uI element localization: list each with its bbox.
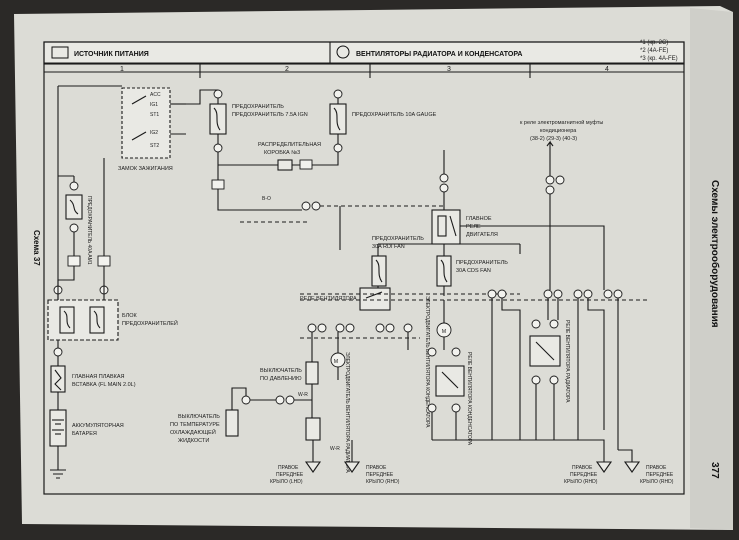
note-2: *2 (4A-FE) <box>640 48 668 54</box>
column-3: 3 <box>447 66 451 73</box>
rad-relay-label: РЕЛЕ ВЕНТИЛЯТОРА РАДИАТОРА <box>564 320 570 403</box>
fuse-rdi-line1: ПРЕДОХРАНИТЕЛЬ <box>372 236 424 242</box>
ignition-label: ЗАМОК ЗАЖИГАНИЯ <box>118 166 173 172</box>
header-right-title: ВЕНТИЛЯТОРЫ РАДИАТОРА И КОНДЕНСАТОРА <box>356 51 522 58</box>
g1-line2: ПЕРЕДНЕЕ <box>276 472 304 478</box>
fuse-cds-line1: ПРЕДОХРАНИТЕЛЬ <box>456 260 508 266</box>
g4-line3: КРЫЛО (RHD) <box>640 479 674 485</box>
header-left-title: ИСТОЧНИК ПИТАНИЯ <box>74 51 149 58</box>
column-4: 4 <box>605 66 609 73</box>
side-right-caption: Схемы электрооборудования <box>709 180 721 328</box>
column-2: 2 <box>285 66 289 73</box>
svg-text:M: M <box>442 329 446 335</box>
g2-line3: КРЫЛО (RHD) <box>366 479 400 485</box>
temp-line4: ЖИДКОСТИ <box>178 438 209 444</box>
fuse-gauge-label: ПРЕДОХРАНИТЕЛЬ 10A GAUGE <box>352 112 437 118</box>
svg-text:M: M <box>334 359 338 365</box>
fan-icon <box>336 45 350 59</box>
g3-line1: ПРАВОЕ <box>572 465 593 471</box>
wire-wr-1: W-R <box>298 392 308 398</box>
fuse-cds-line2: 30A CDS FAN <box>456 268 491 274</box>
column-ruler: 1 2 3 4 <box>44 64 684 78</box>
column-1: 1 <box>120 66 124 73</box>
note-3: *3 (кр. 4A-FE) <box>640 56 678 62</box>
engine-main-relay: ГЛАВНОЕ РЕЛЕ ДВИГАТЕЛЯ <box>431 209 498 245</box>
fuse-block-line2: ПРЕДОХРАНИТЕЛЕЙ <box>122 319 178 327</box>
temp-line3: ОХЛАЖДАЮЩЕЙ <box>170 428 216 436</box>
temp-line1: ВЫКЛЮЧАТЕЛЬ <box>178 414 220 420</box>
pressure-line2: ПО ДАВЛЕНИЮ <box>260 376 302 382</box>
pressure-switch: ВЫКЛЮЧАТЕЛЬ ПО ДАВЛЕНИЮ <box>260 361 319 385</box>
fuse-block-line1: БЛОК <box>122 313 137 319</box>
fan-relay: РЕЛЕ ВЕНТИЛЯТОРА <box>300 287 391 311</box>
fan-relay-2 <box>305 417 321 441</box>
note-1: *1 (кр. 2C) <box>640 40 668 46</box>
page-number: 377 <box>709 462 720 479</box>
engine-relay-line1: ГЛАВНОЕ <box>466 216 492 222</box>
ground-2: ПРАВОЕ ПЕРЕДНЕЕ КРЫЛО (RHD) <box>343 461 400 485</box>
condenser-fan-relay: РЕЛЕ ВЕНТИЛЯТОРА КОНДЕНСАТОРА <box>427 347 472 446</box>
ground-4: ПРАВОЕ ПЕРЕДНЕЕ КРЫЛО (RHD) <box>623 461 674 485</box>
main-link-line1: ГЛАВНАЯ ПЛАВКАЯ <box>72 374 125 380</box>
battery-line1: АККУМУЛЯТОРНАЯ <box>72 423 124 429</box>
engine-relay-line2: РЕЛЕ <box>466 224 481 230</box>
ignition-switch: ACC IG1 ST1 IG2 ST2 ЗАМОК ЗАЖИГАНИЯ <box>118 87 173 172</box>
wire-bo-1: B-O <box>262 196 271 202</box>
fuse-rdi-fan: ПРЕДОХРАНИТЕЛЬ 30A RDI FAN <box>371 236 424 287</box>
fuse-rdi-line2: 30A RDI FAN <box>372 244 405 250</box>
ground-3: ПРАВОЕ ПЕРЕДНЕЕ КРЫЛО (RHD) <box>564 461 613 485</box>
term-ig1: IG1 <box>150 102 158 108</box>
wire-wr-2: W-R <box>330 446 340 452</box>
distbox-line1: РАСПРЕДЕЛИТЕЛЬНАЯ <box>258 142 321 148</box>
fuse-am1: ПРЕДОХРАНИТЕЛЬ 40A AM1 <box>65 181 92 265</box>
fuse-am1-label: ПРЕДОХРАНИТЕЛЬ 40A AM1 <box>86 196 92 265</box>
g4-line1: ПРАВОЕ <box>646 465 667 471</box>
g2-line2: ПЕРЕДНЕЕ <box>366 472 394 478</box>
condenser-motor-label: ЭЛЕКТРОДВИГАТЕЛЬ ВЕНТИЛЯТОРА КОНДЕНСАТОР… <box>424 296 430 428</box>
fuse-block: БЛОК ПРЕДОХРАНИТЕЛЕЙ <box>47 299 178 341</box>
term-ig2: IG2 <box>150 130 158 136</box>
engine-relay-line3: ДВИГАТЕЛЯ <box>466 232 498 238</box>
battery: АККУМУЛЯТОРНАЯ БАТАРЕЯ <box>49 409 124 447</box>
g4-line2: ПЕРЕДНЕЕ <box>646 472 674 478</box>
g2-line1: ПРАВОЕ <box>366 465 387 471</box>
fuse-ign-line2: ПРЕДОХРАНИТЕЛЬ 7.5A IGN <box>232 112 308 118</box>
pressure-line1: ВЫКЛЮЧАТЕЛЬ <box>260 368 302 374</box>
term-st1: ST1 <box>150 112 159 118</box>
main-link-line2: ВСТАВКА (FL MAIN 2.0L) <box>72 382 136 388</box>
diagram-frame <box>43 41 685 495</box>
side-left-caption: Схема 37 <box>32 230 41 266</box>
battery-icon <box>51 46 69 59</box>
clutch-line3: (38-2) (29-3) (40-3) <box>530 136 577 142</box>
ground-1: ПРАВОЕ ПЕРЕДНЕЕ КРЫЛО (LHD) <box>270 461 322 485</box>
radiator-motor-label: ЭЛЕКТРОДВИГАТЕЛЬ ВЕНТИЛЯТОРА РАДИАТОРА <box>344 352 350 473</box>
battery-line2: БАТАРЕЯ <box>72 431 97 437</box>
radiator-fan-relay: РЕЛЕ ВЕНТИЛЯТОРА РАДИАТОРА <box>529 319 570 403</box>
clutch-line2: кондиционера <box>540 128 577 134</box>
fuse-ign: ПРЕДОХРАНИТЕЛЬ ПРЕДОХРАНИТЕЛЬ 7.5A IGN <box>209 89 308 153</box>
g1-line1: ПРАВОЕ <box>278 465 299 471</box>
temp-line2: ПО ТЕМПЕРАТУРЕ <box>170 422 220 428</box>
g1-line3: КРЫЛО (LHD) <box>270 479 303 485</box>
term-st2: ST2 <box>150 143 159 149</box>
coolant-temp-switch: ВЫКЛЮЧАТЕЛЬ ПО ТЕМПЕРАТУРЕ ОХЛАЖДАЮЩЕЙ Ж… <box>170 409 239 444</box>
conn-1e <box>97 255 111 267</box>
term-acc: ACC <box>150 92 161 98</box>
g3-line2: ПЕРЕДНЕЕ <box>570 472 598 478</box>
conn-1d <box>67 255 81 267</box>
fan-relay-label: РЕЛЕ ВЕНТИЛЯТОРА <box>300 296 357 302</box>
distbox-line2: КОРОБКА №3 <box>264 150 300 156</box>
distbox-element <box>277 159 293 171</box>
clutch-line1: к реле электромагнитной муфты <box>520 119 603 126</box>
g3-line3: КРЫЛО (RHD) <box>564 479 598 485</box>
fuse-ign-line1: ПРЕДОХРАНИТЕЛЬ <box>232 104 284 110</box>
cond-relay-label: РЕЛЕ ВЕНТИЛЯТОРА КОНДЕНСАТОРА <box>466 352 472 446</box>
header-bar: ИСТОЧНИК ПИТАНИЯ ВЕНТИЛЯТОРЫ РАДИАТОРА И… <box>43 40 685 65</box>
